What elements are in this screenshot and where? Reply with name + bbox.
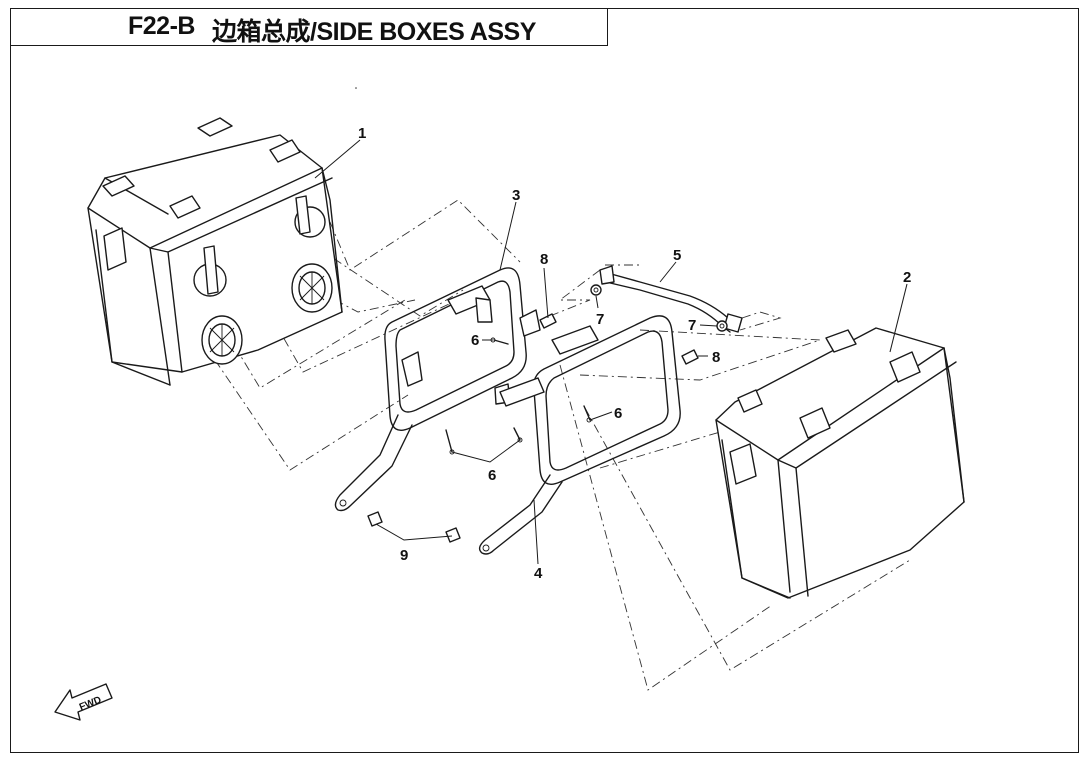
callout-7-b: 7 xyxy=(688,317,696,334)
nut-parts-9 xyxy=(367,511,461,543)
diagram-title: 边箱总成/SIDE BOXES ASSY xyxy=(212,18,536,46)
callout-4: 4 xyxy=(534,565,543,582)
callout-6-b: 6 xyxy=(488,467,496,484)
callout-1: 1 xyxy=(358,125,366,142)
callout-2: 2 xyxy=(903,269,911,286)
drawing-frame xyxy=(10,8,1079,753)
left-frame-bracket xyxy=(334,267,527,512)
callout-3: 3 xyxy=(512,187,520,204)
callout-7-a: 7 xyxy=(596,311,604,328)
leader-lines xyxy=(314,139,908,565)
side-box-right xyxy=(715,327,965,599)
title-block: F22-B 边箱总成/SIDE BOXES ASSY xyxy=(10,8,608,46)
nut-parts-7 xyxy=(590,284,728,332)
right-frame-bracket xyxy=(478,315,681,555)
rubber-bumper xyxy=(291,263,333,313)
rear-support-bar xyxy=(519,265,743,337)
callout-5: 5 xyxy=(673,247,681,264)
callouts: 1 2 3 4 5 6 6 6 7 7 8 8 9 xyxy=(358,125,911,582)
callout-6-c: 6 xyxy=(614,405,622,422)
rubber-bumper xyxy=(201,315,243,365)
callout-6-a: 6 xyxy=(471,332,479,349)
bolt-parts-6 xyxy=(445,337,592,455)
diagram-code: F22-B xyxy=(128,12,195,40)
side-box-left xyxy=(87,117,343,386)
stray-mark xyxy=(355,87,357,89)
forward-direction-arrow: FWD xyxy=(54,683,113,721)
callout-8-b: 8 xyxy=(712,349,720,366)
callout-9: 9 xyxy=(400,547,408,564)
callout-8-a: 8 xyxy=(540,251,548,268)
